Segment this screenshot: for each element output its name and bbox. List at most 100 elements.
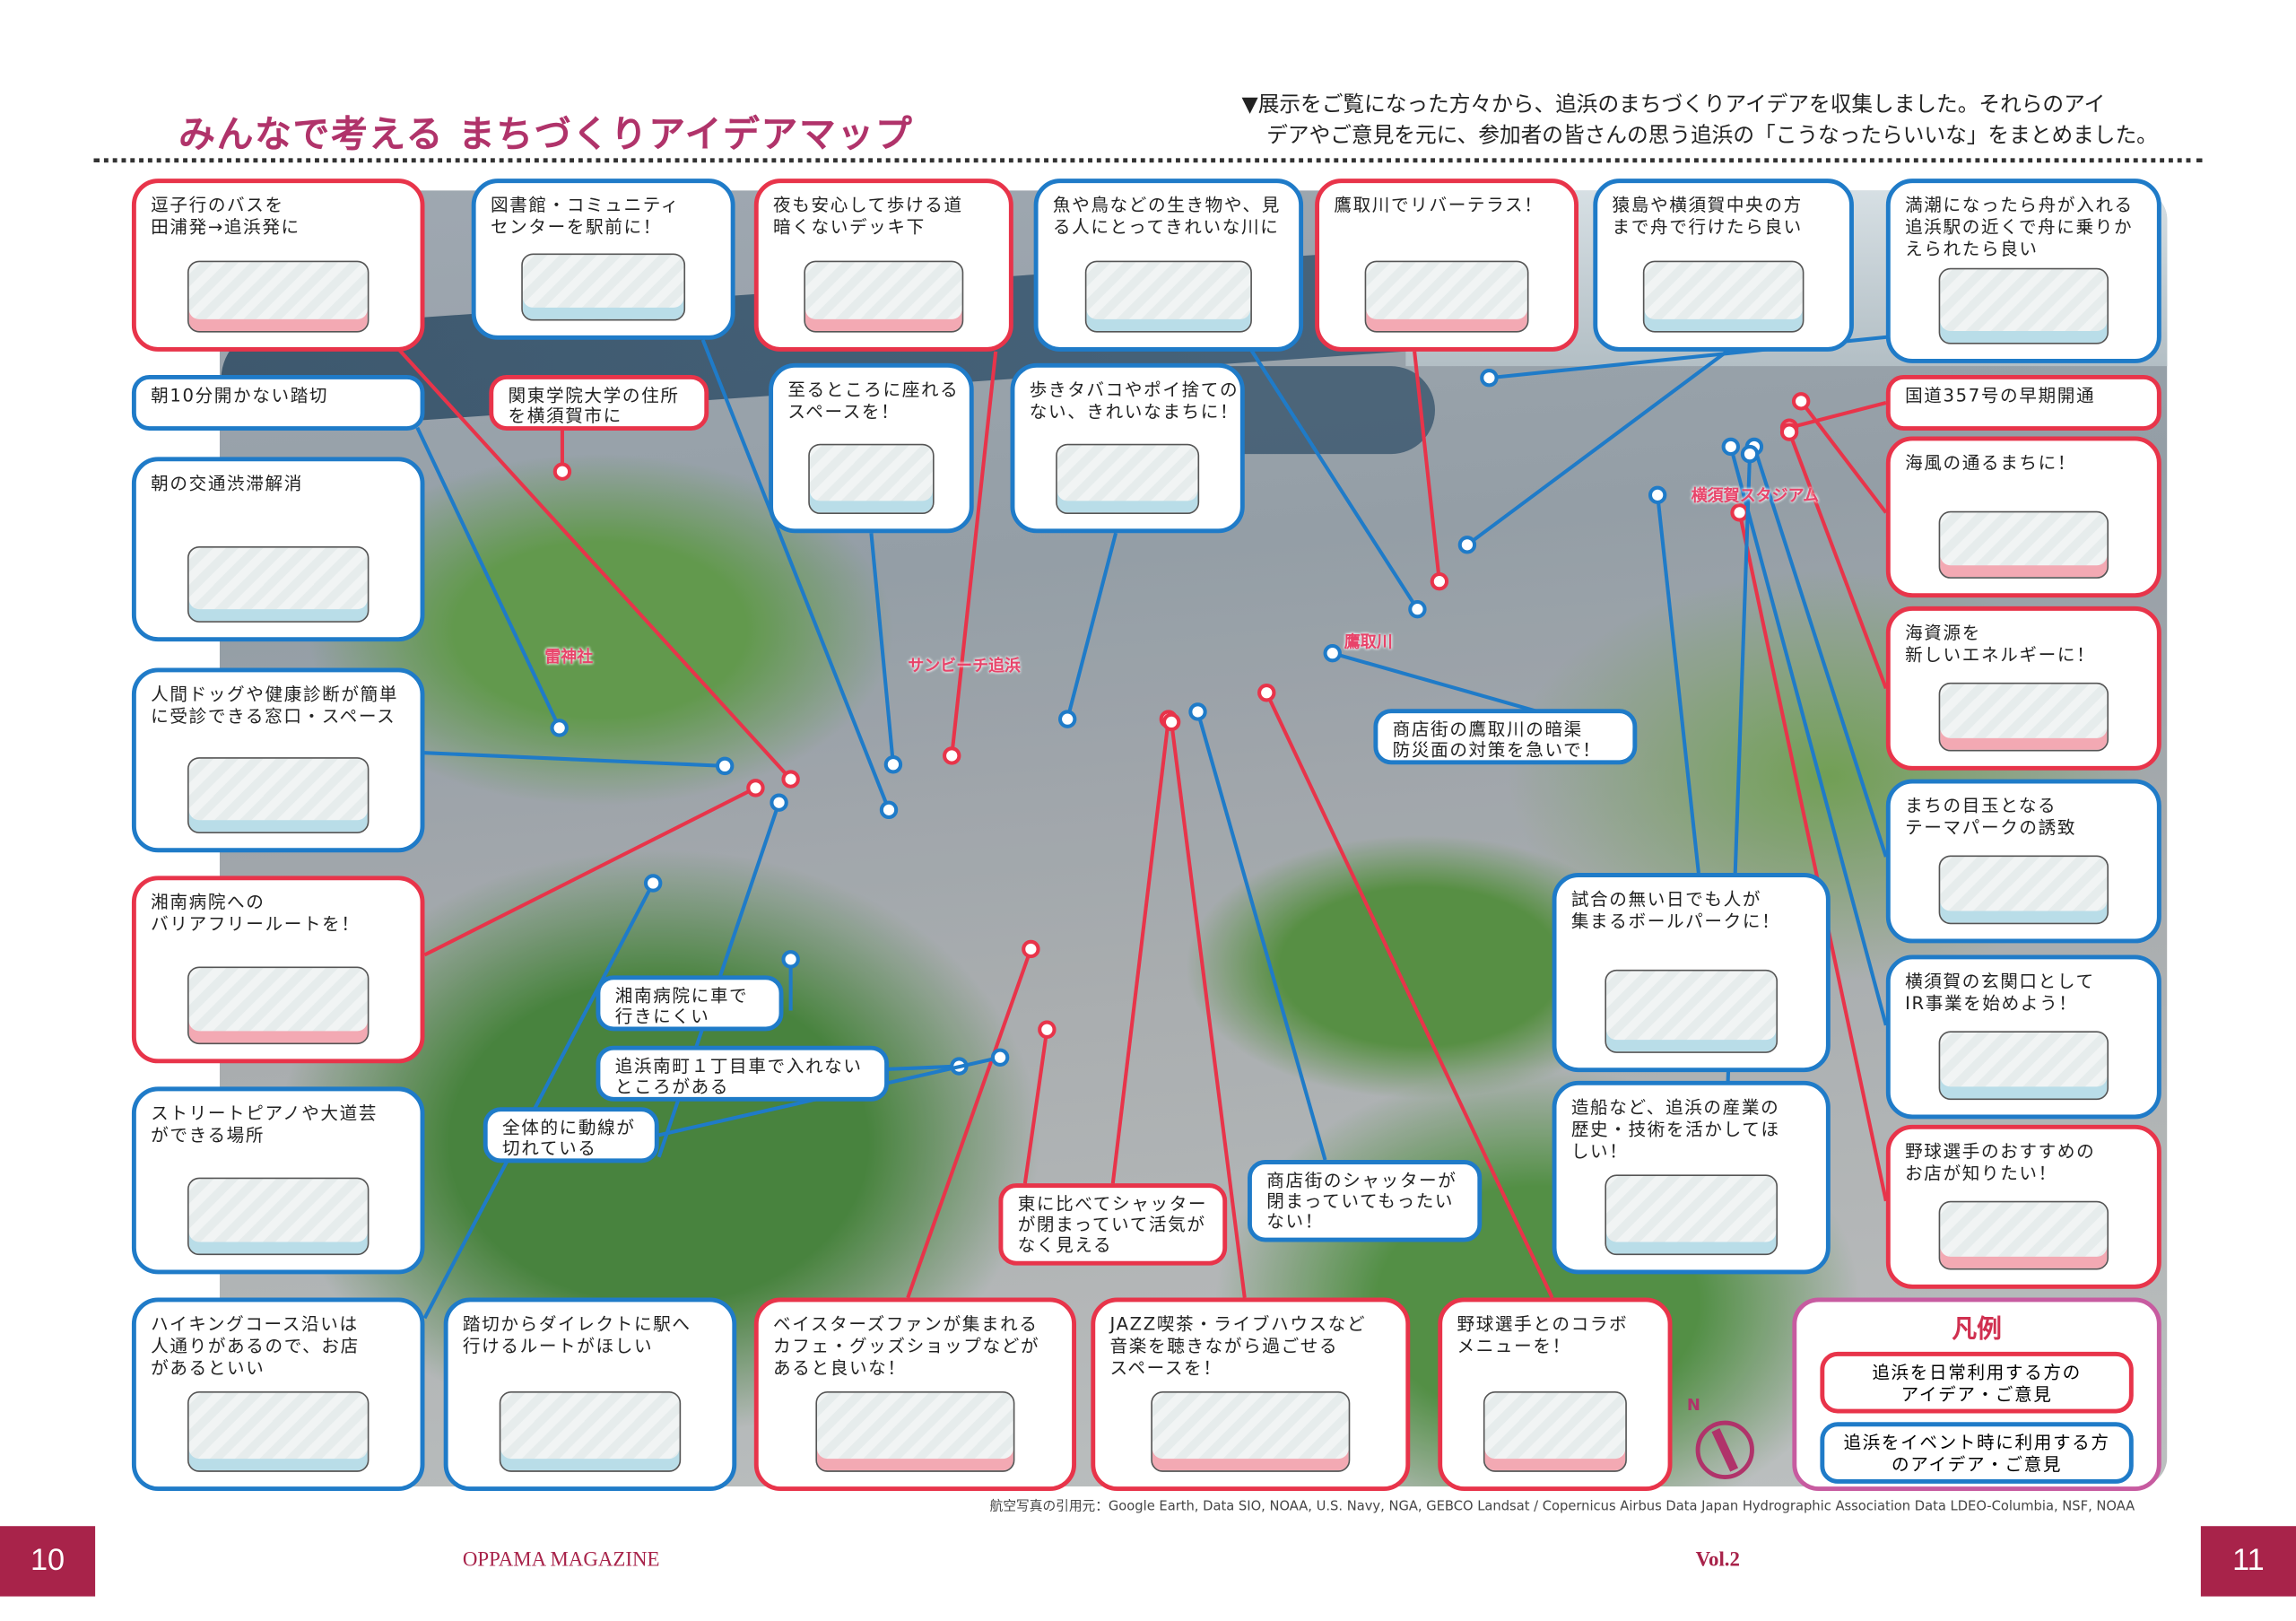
page-number-right: 11	[2200, 1526, 2296, 1597]
connector-line	[1110, 719, 1170, 1184]
idea-card-event: 造船など、追浜の産業の 歴史・技術を活かしてほ しい！	[1552, 1080, 1831, 1275]
idea-card-event: 満潮になったら舟が入れる 追浜駅の近くで舟に乗りか えられたら良い	[1885, 179, 2161, 363]
connector-line	[1787, 431, 1888, 690]
connector-line	[1196, 710, 1327, 1161]
bench-illustration	[808, 443, 935, 515]
idea-card-event: まちの目玉となる テーマパークの誘致	[1885, 779, 2161, 944]
idea-card-event: 朝の交通渋滞解消	[131, 457, 425, 642]
connector-line	[1170, 721, 1247, 1298]
legend-daily: 追浜を日常利用する方の アイデア・ご意見	[1820, 1351, 2134, 1414]
idea-card-event: 図書館・コミュニティ センターを駅前に！	[471, 179, 735, 340]
idea-text: 人間ドッグや健康診断が簡単 に受診できる窓口・スペース	[151, 684, 399, 727]
idea-text: 追浜南町１丁目車で入れない ところがある	[614, 1056, 863, 1097]
map-pin	[1721, 437, 1740, 457]
idea-text: 商店街の鷹取川の暗渠 防災面の対策を急いで！	[1392, 719, 1602, 761]
idea-card-daily: 逗子行のバスを 田浦発→追浜発に	[131, 179, 425, 352]
page-number-left: 10	[0, 1526, 96, 1597]
connector-line	[869, 533, 895, 765]
streetlight-illustration	[803, 260, 964, 333]
map-pin	[770, 793, 788, 812]
car-illustration	[187, 545, 370, 623]
idea-card-daily: 夜も安心して歩ける道 暗くないデッキ下	[753, 179, 1013, 352]
idea-card-event: 試合の無い日でも人が 集まるボールパークに！	[1552, 873, 1831, 1073]
idea-text: 踏切からダイレクトに駅へ 行けるルートがほしい	[462, 1313, 691, 1356]
idea-card-daily: 鷹取川でリバーテラス！	[1315, 179, 1578, 352]
idea-text: ストリートピアノや大道芸 ができる場所	[151, 1102, 378, 1146]
legend-event: 追浜をイベント時に利用する方 のアイデア・ご意見	[1820, 1422, 2134, 1484]
bus-illustration	[187, 260, 370, 333]
map-pin	[552, 462, 572, 481]
piano-illustration	[187, 1177, 370, 1256]
map-label-raijin-shrine: 雷神社	[544, 647, 594, 667]
idea-text: 海風の通るまちに！	[1905, 452, 2077, 474]
idea-text: 逗子行のバスを 田浦発→追浜発に	[151, 195, 300, 238]
map-pin	[990, 1048, 1010, 1067]
idea-card-daily: 国道357号の早期開通	[1885, 374, 2161, 431]
map-label-takatori-river: 鷹取川	[1344, 632, 1393, 652]
idea-text: 朝10分開かない踏切	[151, 385, 329, 406]
legend-title: 凡例	[1952, 1315, 2002, 1345]
idea-text: 国道357号の早期開通	[1905, 385, 2096, 406]
connector-line	[1728, 446, 1888, 1026]
connector-line	[1243, 338, 1420, 611]
map-pin	[1057, 710, 1077, 728]
coffee-cap-illustration	[814, 1391, 1016, 1472]
photo-credit: 航空写真の引用元：Google Earth, Data SIO, NOAA, U…	[989, 1499, 2135, 1515]
map-pin	[1648, 485, 1667, 505]
connector-line	[1465, 338, 1744, 546]
map-pin	[1457, 536, 1477, 554]
map-pin	[1188, 702, 1207, 721]
connector-line	[423, 786, 757, 957]
map-pin	[1430, 571, 1449, 591]
idea-text: 商店街のシャッターが 閉まっていてもったい ない！	[1266, 1170, 1457, 1233]
idea-card-event: 至るところに座れる スペースを！	[769, 362, 974, 534]
idea-card-event: 魚や鳥などの生き物や、見 る人にとってきれいな川に	[1033, 179, 1304, 352]
connector-line	[1413, 351, 1441, 582]
connector-line	[1799, 400, 1888, 514]
map-pin	[781, 770, 800, 789]
connector-line	[1022, 1029, 1049, 1184]
idea-text: 鷹取川でリバーテラス！	[1334, 195, 1544, 215]
idea-text: 猿島や横須賀中央の方 まで舟で行けたら良い	[1612, 195, 1803, 238]
idea-text: 満潮になったら舟が入れる 追浜駅の近くで舟に乗りか えられたら良い	[1905, 195, 2134, 259]
idea-card-daily: JAZZ喫茶・ライブハウスなど 音楽を聴きながら過ごせる スペースを！	[1091, 1297, 1411, 1492]
map-pin	[1323, 643, 1342, 663]
boat-illustration	[1642, 260, 1805, 333]
idea-card-daily: 東に比べてシャッター が閉まっていて活気が なく見える	[998, 1183, 1228, 1266]
idea-card-daily: 海風の通るまちに！	[1885, 436, 2161, 598]
map-pin	[1408, 599, 1427, 619]
idea-text: 湘南病院への バリアフリールートを！	[151, 892, 361, 935]
ship-factory-illustration	[1605, 1174, 1778, 1256]
map-pin	[746, 779, 765, 797]
idea-card-daily: ベイスターズファンが集まれる カフェ・グッズショップなどが あると良いな！	[753, 1297, 1076, 1492]
connector-line	[888, 1064, 960, 1071]
idea-text: 至るところに座れる スペースを！	[787, 379, 960, 423]
map-pin	[1779, 423, 1799, 441]
idea-text: 関東学院大学の住所 を横須賀市に	[508, 385, 680, 427]
idea-card-event: 商店街のシャッターが 閉まっていてもったい ない！	[1248, 1160, 1483, 1242]
idea-card-event: 踏切からダイレクトに駅へ 行けるルートがほしい	[443, 1297, 737, 1492]
idea-text: まちの目玉となる テーマパークの誘致	[1905, 795, 2077, 838]
boat-station-illustration	[1938, 267, 2109, 344]
map-pin	[1038, 1020, 1057, 1039]
idea-card-daily: 野球選手のおすすめの お店が知りたい！	[1885, 1124, 2161, 1289]
river-terrace-illustration	[1365, 260, 1528, 333]
idea-card-event: 猿島や横須賀中央の方 まで舟で行けたら良い	[1593, 179, 1854, 352]
hotel-illustration	[1938, 1032, 2109, 1101]
connector-line	[415, 426, 561, 729]
idea-text: 図書館・コミュニティ センターを駅前に！	[490, 195, 681, 238]
idea-card-event: ストリートピアノや大道芸 ができる場所	[131, 1086, 425, 1275]
idea-text: 野球選手のおすすめの お店が知りたい！	[1905, 1140, 2096, 1184]
idea-card-event: 湘南病院に車で 行きにくい	[596, 975, 784, 1032]
connector-line	[1737, 512, 1888, 1202]
idea-card-event: 人間ドッグや健康診断が簡単 に受診できる窓口・スペース	[131, 667, 425, 853]
wheelchair-illustration	[187, 966, 370, 1045]
map-pin	[1740, 444, 1760, 464]
map-pin	[715, 756, 735, 776]
intro-line-1: ▼展示をご覧になった方々から、追浜のまちづくりアイデアを収集しました。それらのア…	[1241, 93, 2106, 118]
intro-text: ▼展示をご覧になった方々から、追浜のまちづくりアイデアを収集しました。それらのア…	[1241, 91, 2208, 153]
map-pin	[643, 874, 663, 893]
connector-line	[1065, 532, 1118, 720]
wind-turbine-illustration	[1938, 683, 2109, 752]
